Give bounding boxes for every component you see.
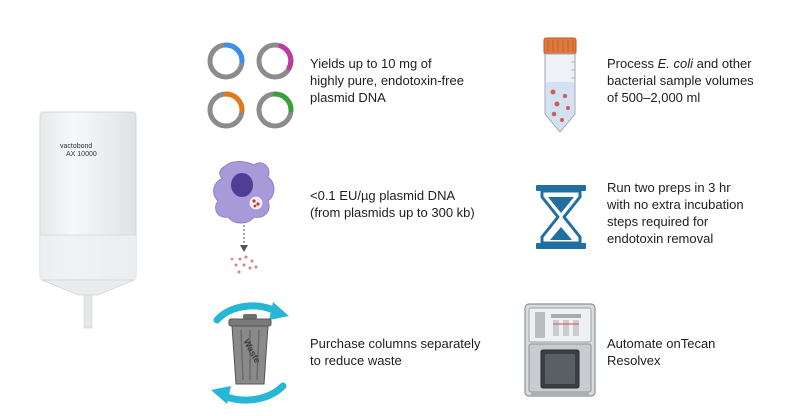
hourglass-icon [534,183,588,251]
column-model: AX 10000 [66,151,97,158]
macrophage-cell-icon [210,155,280,280]
feature-sample-volume-text: Process E. coli and other bacterial samp… [607,56,754,105]
feature-endotoxin-text: <0.1 EU/µg plasmid DNA (from plasmids up… [310,188,475,220]
feature-automation-text: Automate onTecan Resolvex [607,336,716,368]
purification-column: vactobond AX 10000 [38,110,138,330]
waste-bin-icon: Waste [205,298,295,406]
feature-waste-text: Purchase columns separately to reduce wa… [310,336,481,368]
centrifuge-tube-icon [535,36,585,136]
column-icon [39,111,137,329]
plasmid-rings-icon [205,40,297,132]
feature-yield-text: Yields up to 10 mg of highly pure, endot… [310,56,464,105]
feature-prep-time-text: Run two preps in 3 hr with no extra incu… [607,180,744,246]
column-brand: vactobond [60,143,93,150]
automation-instrument-icon [523,300,597,400]
column-label: vactobond AX 10000 [60,143,97,159]
